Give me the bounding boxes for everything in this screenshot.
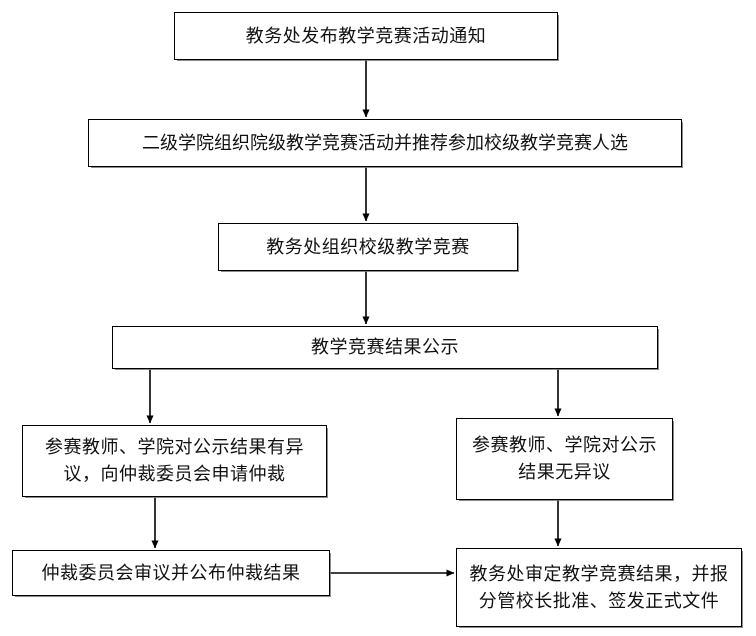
node-objection-arbitration-request[interactable]: 参赛教师、学院对公示结果有异 议，向仲裁委员会申请仲裁 — [22, 425, 327, 497]
node-label: 教务处组织校级教学竞赛 — [266, 236, 470, 257]
node-final-approval-document[interactable]: 教务处审定教学竞赛结果，并报 分管校长批准、签发正式文件 — [456, 548, 742, 627]
node-no-objection[interactable]: 参赛教师、学院对公示 结果无异议 — [456, 418, 673, 500]
node-label: 仲裁委员会审议并公布仲裁结果 — [41, 562, 301, 583]
node-label: 教务处审定教学竞赛结果，并报 分管校长批准、签发正式文件 — [469, 563, 729, 611]
node-label: 二级学院组织院级教学竞赛活动并推荐参加校级教学竞赛人选 — [142, 132, 628, 153]
node-label: 参赛教师、学院对公示结果有异 议，向仲裁委员会申请仲裁 — [45, 437, 304, 484]
node-label: 教学竞赛结果公示 — [311, 337, 459, 357]
node-arbitration-result[interactable]: 仲裁委员会审议并公布仲裁结果 — [12, 550, 330, 596]
node-college-level-competition[interactable]: 二级学院组织院级教学竞赛活动并推荐参加校级教学竞赛人选 — [88, 119, 682, 167]
node-notice-publication[interactable]: 教务处发布教学竞赛活动通知 — [174, 12, 558, 60]
node-results-announcement[interactable]: 教学竞赛结果公示 — [112, 326, 658, 369]
node-label: 教务处发布教学竞赛活动通知 — [245, 25, 487, 46]
node-school-level-competition[interactable]: 教务处组织校级教学竞赛 — [218, 223, 518, 271]
node-label: 参赛教师、学院对公示 结果无异议 — [472, 435, 657, 482]
